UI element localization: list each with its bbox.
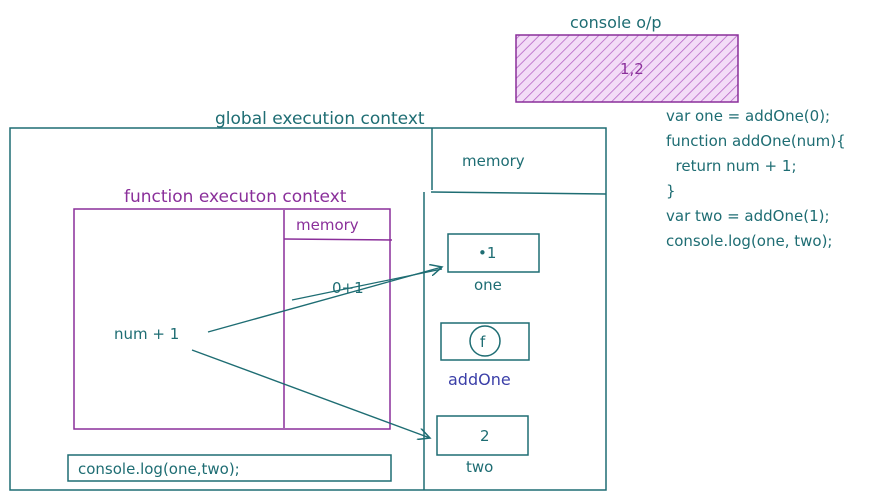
memory-cell-addone <box>440 322 530 361</box>
source-code-block: var one = addOne(0); function addOne(num… <box>666 107 846 250</box>
memory-cell-one-label: one <box>474 276 502 294</box>
memory-cell-two <box>436 415 529 456</box>
function-expression: num + 1 <box>114 325 179 343</box>
arrow-to-one <box>207 267 442 333</box>
global-memory-header-line <box>430 191 607 195</box>
statement-text: console.log(one,two); <box>78 460 240 478</box>
arrow-to-two <box>191 349 430 438</box>
statement-box <box>67 454 392 482</box>
function-memory-header-line <box>283 238 393 241</box>
function-context-box <box>73 208 391 430</box>
console-output-title: console o/p <box>570 13 662 32</box>
console-output-box <box>515 34 739 103</box>
arrow-to-one-secondary <box>291 268 443 301</box>
code-line: return num + 1; <box>666 157 797 175</box>
code-line: } <box>666 182 676 200</box>
memory-cell-addone-label: addOne <box>448 370 511 389</box>
global-memory-divider <box>423 128 433 490</box>
function-memory-label: memory <box>296 216 359 234</box>
global-memory-label: memory <box>462 152 525 170</box>
console-output-value: 1,2 <box>620 60 644 78</box>
memory-cell-one <box>447 233 540 273</box>
global-context-title: global execution context <box>215 109 425 129</box>
code-line: var one = addOne(0); <box>666 107 830 125</box>
function-reference-circle <box>469 325 501 357</box>
code-line: var two = addOne(1); <box>666 207 830 225</box>
code-line: console.log(one, two); <box>666 232 833 250</box>
memory-cell-one-value: •1 <box>478 244 496 262</box>
memory-cell-addone-value: f <box>480 333 486 351</box>
memory-cell-two-label: two <box>466 458 493 476</box>
memory-cell-two-value: 2 <box>480 427 490 445</box>
function-context-title: function executon context <box>124 187 347 207</box>
code-line: function addOne(num){ <box>666 132 846 150</box>
global-context-box <box>9 127 607 491</box>
